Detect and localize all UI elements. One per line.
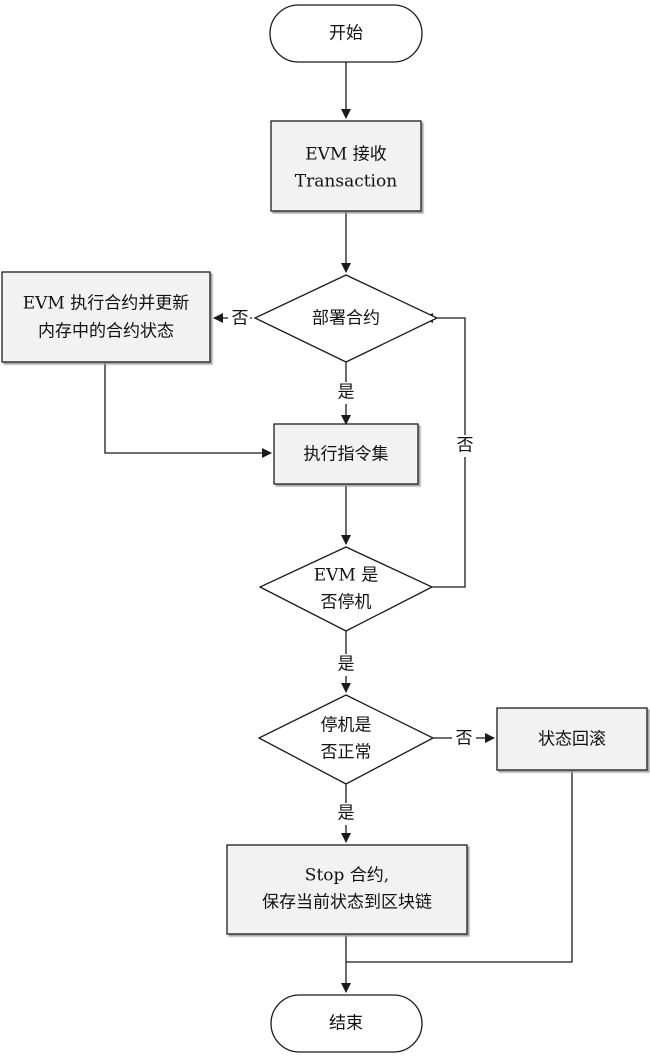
end-node: 结束 [270, 994, 423, 1053]
halted-yes-label: 是 [338, 655, 355, 675]
halted-decision-line2: 否停机 [321, 593, 372, 613]
receive-label-line1: EVM 接收 [305, 145, 387, 165]
receive-label-line2: Transaction [295, 172, 397, 192]
halted-no-label: 否 [457, 436, 474, 456]
execute-update-line2: 内存中的合约状态 [38, 322, 174, 342]
receive-transaction-node: EVM 接收 Transaction [270, 120, 422, 212]
normal-no-label: 否 [456, 729, 473, 749]
deploy-yes-label: 是 [338, 383, 355, 403]
start-node: 开始 [269, 4, 423, 63]
stop-contract-line2: 保存当前状态到区块链 [262, 893, 432, 913]
execute-instructions-label: 执行指令集 [304, 445, 389, 465]
execute-instructions-node: 执行指令集 [273, 423, 419, 485]
execute-update-line1: EVM 执行合约并更新 [23, 294, 190, 314]
execute-update-node: EVM 执行合约并更新 内存中的合约状态 [1, 271, 211, 363]
deploy-contract-decision: 部署合约 [253, 274, 439, 363]
normal-decision-line1: 停机是 [321, 716, 372, 736]
state-rollback-label: 状态回滚 [538, 730, 606, 750]
normal-halt-decision: 停机是 否正常 [257, 694, 435, 785]
edge-execute-update-to-instructions [104, 362, 272, 458]
edge-rollback-to-end [346, 770, 573, 963]
stop-contract-node: Stop 合约, 保存当前状态到区块链 [226, 844, 468, 935]
halted-decision-line1: EVM 是 [314, 566, 379, 586]
normal-decision-line2: 否正常 [321, 743, 372, 763]
stop-contract-line1: Stop 合约, [305, 866, 389, 886]
deploy-no-label: 否 [232, 309, 249, 329]
start-label: 开始 [329, 24, 363, 44]
deploy-decision-label: 部署合约 [312, 309, 380, 329]
end-label: 结束 [329, 1014, 363, 1034]
state-rollback-node: 状态回滚 [496, 707, 648, 771]
normal-yes-label: 是 [338, 804, 355, 824]
evm-halted-decision: EVM 是 否停机 [258, 546, 434, 632]
